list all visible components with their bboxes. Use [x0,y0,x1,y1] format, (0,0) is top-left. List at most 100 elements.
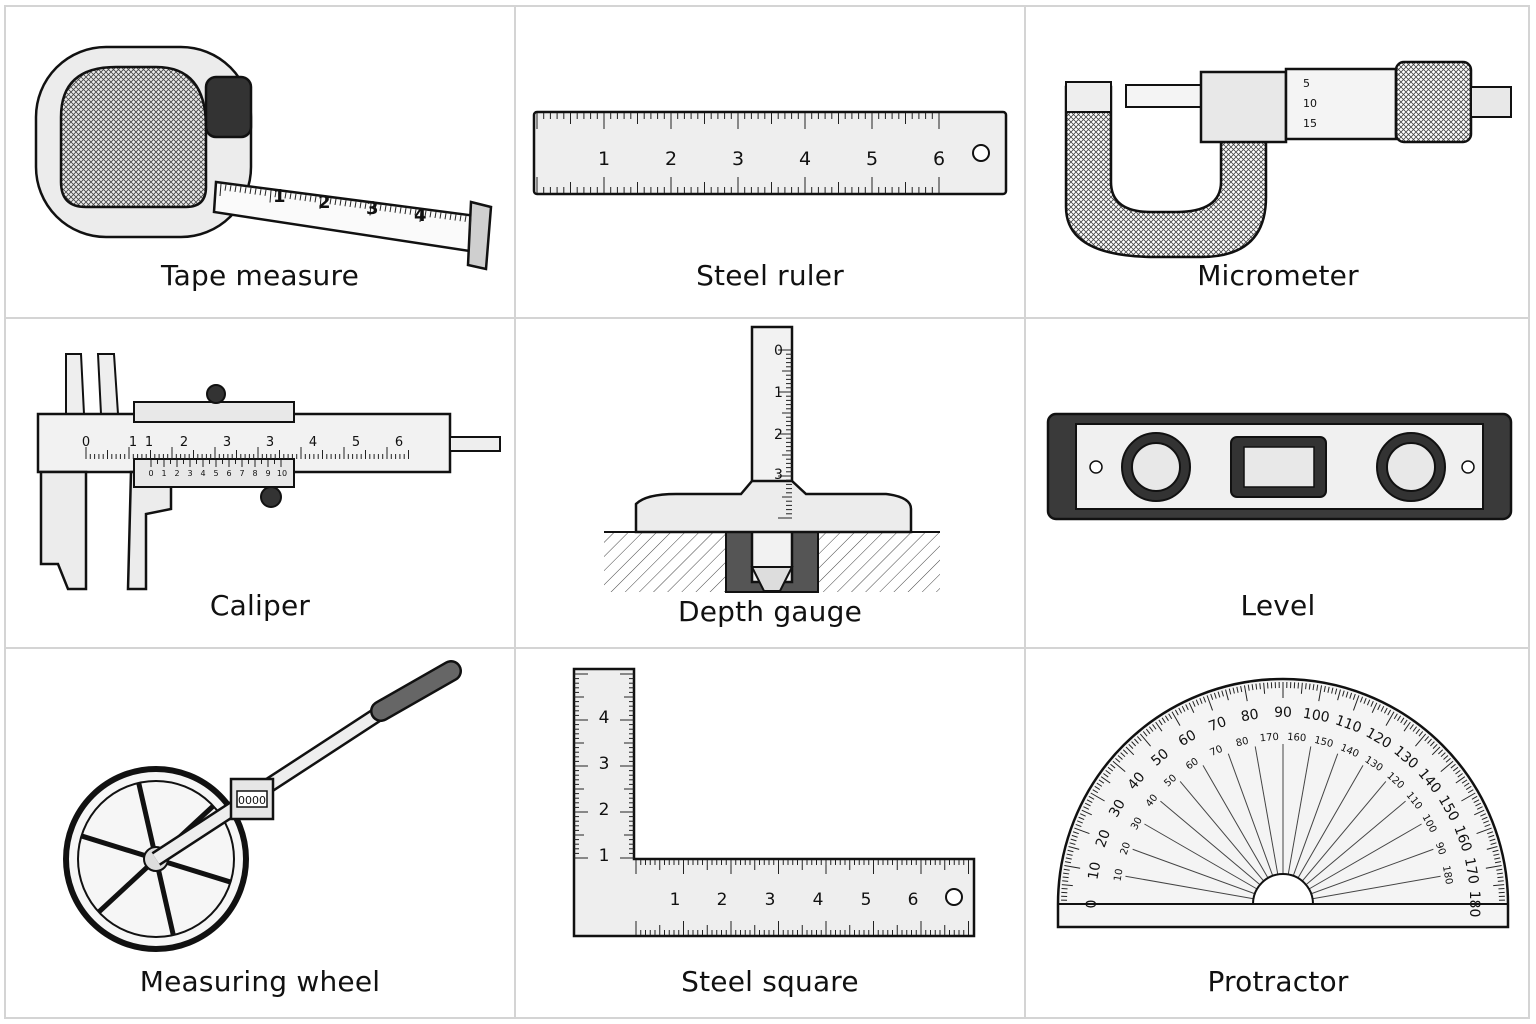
tool-label: Level [1240,589,1316,622]
protractor-tick [1323,685,1326,693]
protractor-tick [1471,795,1478,800]
depth-mark: 3 [774,467,783,483]
tape-tick [339,199,342,206]
protractor-tick [1251,684,1254,691]
protractor-outer-mark: 100 [1302,706,1331,726]
protractor-ray [1308,823,1422,890]
tool-label: Micrometer [1197,259,1359,292]
protractor-tick [1074,827,1090,835]
protractor-tick [1455,769,1461,775]
tape-tick [464,215,467,222]
tape-tick [384,205,387,212]
tape-tick [344,200,347,207]
protractor-tick [1475,802,1482,807]
depth-gauge-illustration: 0 1 2 3 [604,325,940,593]
protractor-tick [1461,792,1476,802]
square-mark: 2 [599,800,610,820]
tape-tick [279,191,282,198]
protractor-tick [1083,806,1090,810]
square-mark: 3 [765,890,776,910]
protractor-tick [1493,853,1500,856]
protractor-ray [1305,800,1406,886]
protractor-ray [1132,848,1255,895]
micrometer-mark: 15 [1303,117,1317,130]
protractor-tick [1094,785,1101,790]
tape-tick [394,206,397,213]
protractor-tick [1164,715,1169,722]
caliper-mark: 5 [352,435,360,450]
protractor-tick [1484,823,1491,828]
protractor-outer-mark: 20 [1093,828,1114,850]
protractor-tick [1450,763,1456,769]
protractor-tick [1063,868,1070,871]
tape-tick [454,214,457,221]
caliper-mark: 1 [145,435,153,450]
protractor-outer-mark: 170 [1461,856,1481,885]
protractor-tick [1066,853,1073,856]
tape-tick [404,207,407,215]
vernier-mark: 2 [174,469,179,478]
protractor-tick [1192,700,1196,707]
tape-tick [274,191,277,198]
tape-tick [354,201,357,208]
protractor-tick [1445,757,1451,763]
vernier-mark: 6 [226,469,231,478]
protractor-ray [1312,875,1441,900]
cell-measuring-wheel: 0000 Measuring wheel [6,649,516,1017]
protractor-tick [1452,766,1459,772]
protractor-tick [1427,738,1432,744]
protractor-tick [1092,789,1099,794]
tape-tick [434,211,437,219]
tape-tick [399,207,402,214]
protractor-tick [1064,864,1081,869]
square-mark: 4 [813,890,824,910]
tape-tick [449,213,452,220]
protractor-ray [1311,848,1434,895]
protractor-tick [1438,749,1444,755]
protractor-tick [1061,884,1073,887]
protractor-tick [1086,799,1093,804]
protractor-tick [1352,695,1360,711]
protractor-tick [1409,724,1414,730]
protractor-tick [1467,789,1474,794]
tool-label: Steel ruler [696,259,844,292]
protractor-ray [1301,781,1387,882]
protractor-tick [1481,816,1488,821]
protractor-tick [1496,868,1503,871]
protractor-tick [1117,755,1123,760]
cell-tape-measure: 1 2 3 4 Tape measure [6,7,516,319]
protractor-tick [1316,684,1319,691]
protractor-ray [1227,753,1274,876]
protractor-tick [1342,690,1345,697]
protractor-outer-mark: 60 [1176,727,1199,750]
tape-tick [424,210,427,217]
tape-mark: 1 [273,186,286,207]
tape-tick [224,184,227,191]
protractor-tick [1067,849,1074,853]
protractor-tick [1497,876,1504,879]
tape-tick [364,202,367,209]
tape-tick [259,189,262,196]
protractor-tick [1158,719,1163,726]
wheel-counter: 0000 [238,794,266,807]
vernier-mark: 10 [277,469,287,478]
protractor-tick [1440,760,1454,772]
protractor-tick [1415,733,1427,747]
protractor-inner-mark: 160 [1287,732,1307,745]
protractor-outer-mark: 0 [1084,900,1100,909]
protractor-tick [1424,736,1430,742]
protractor-tick [1069,842,1076,845]
micrometer-mark: 10 [1303,97,1317,110]
protractor-tick [1228,688,1232,695]
protractor-inner-mark: 90 [1433,841,1448,857]
protractor-tick [1142,731,1148,737]
protractor-tick [1071,834,1078,838]
protractor-tick [1078,816,1085,821]
protractor-outer-mark: 180 [1466,891,1482,918]
protractor-tick [1213,692,1217,699]
protractor-tick [1105,769,1111,775]
protractor-tick [1181,705,1186,712]
tape-mark: 2 [318,192,331,213]
protractor-tick [1403,719,1408,726]
protractor-tick [1107,766,1114,772]
